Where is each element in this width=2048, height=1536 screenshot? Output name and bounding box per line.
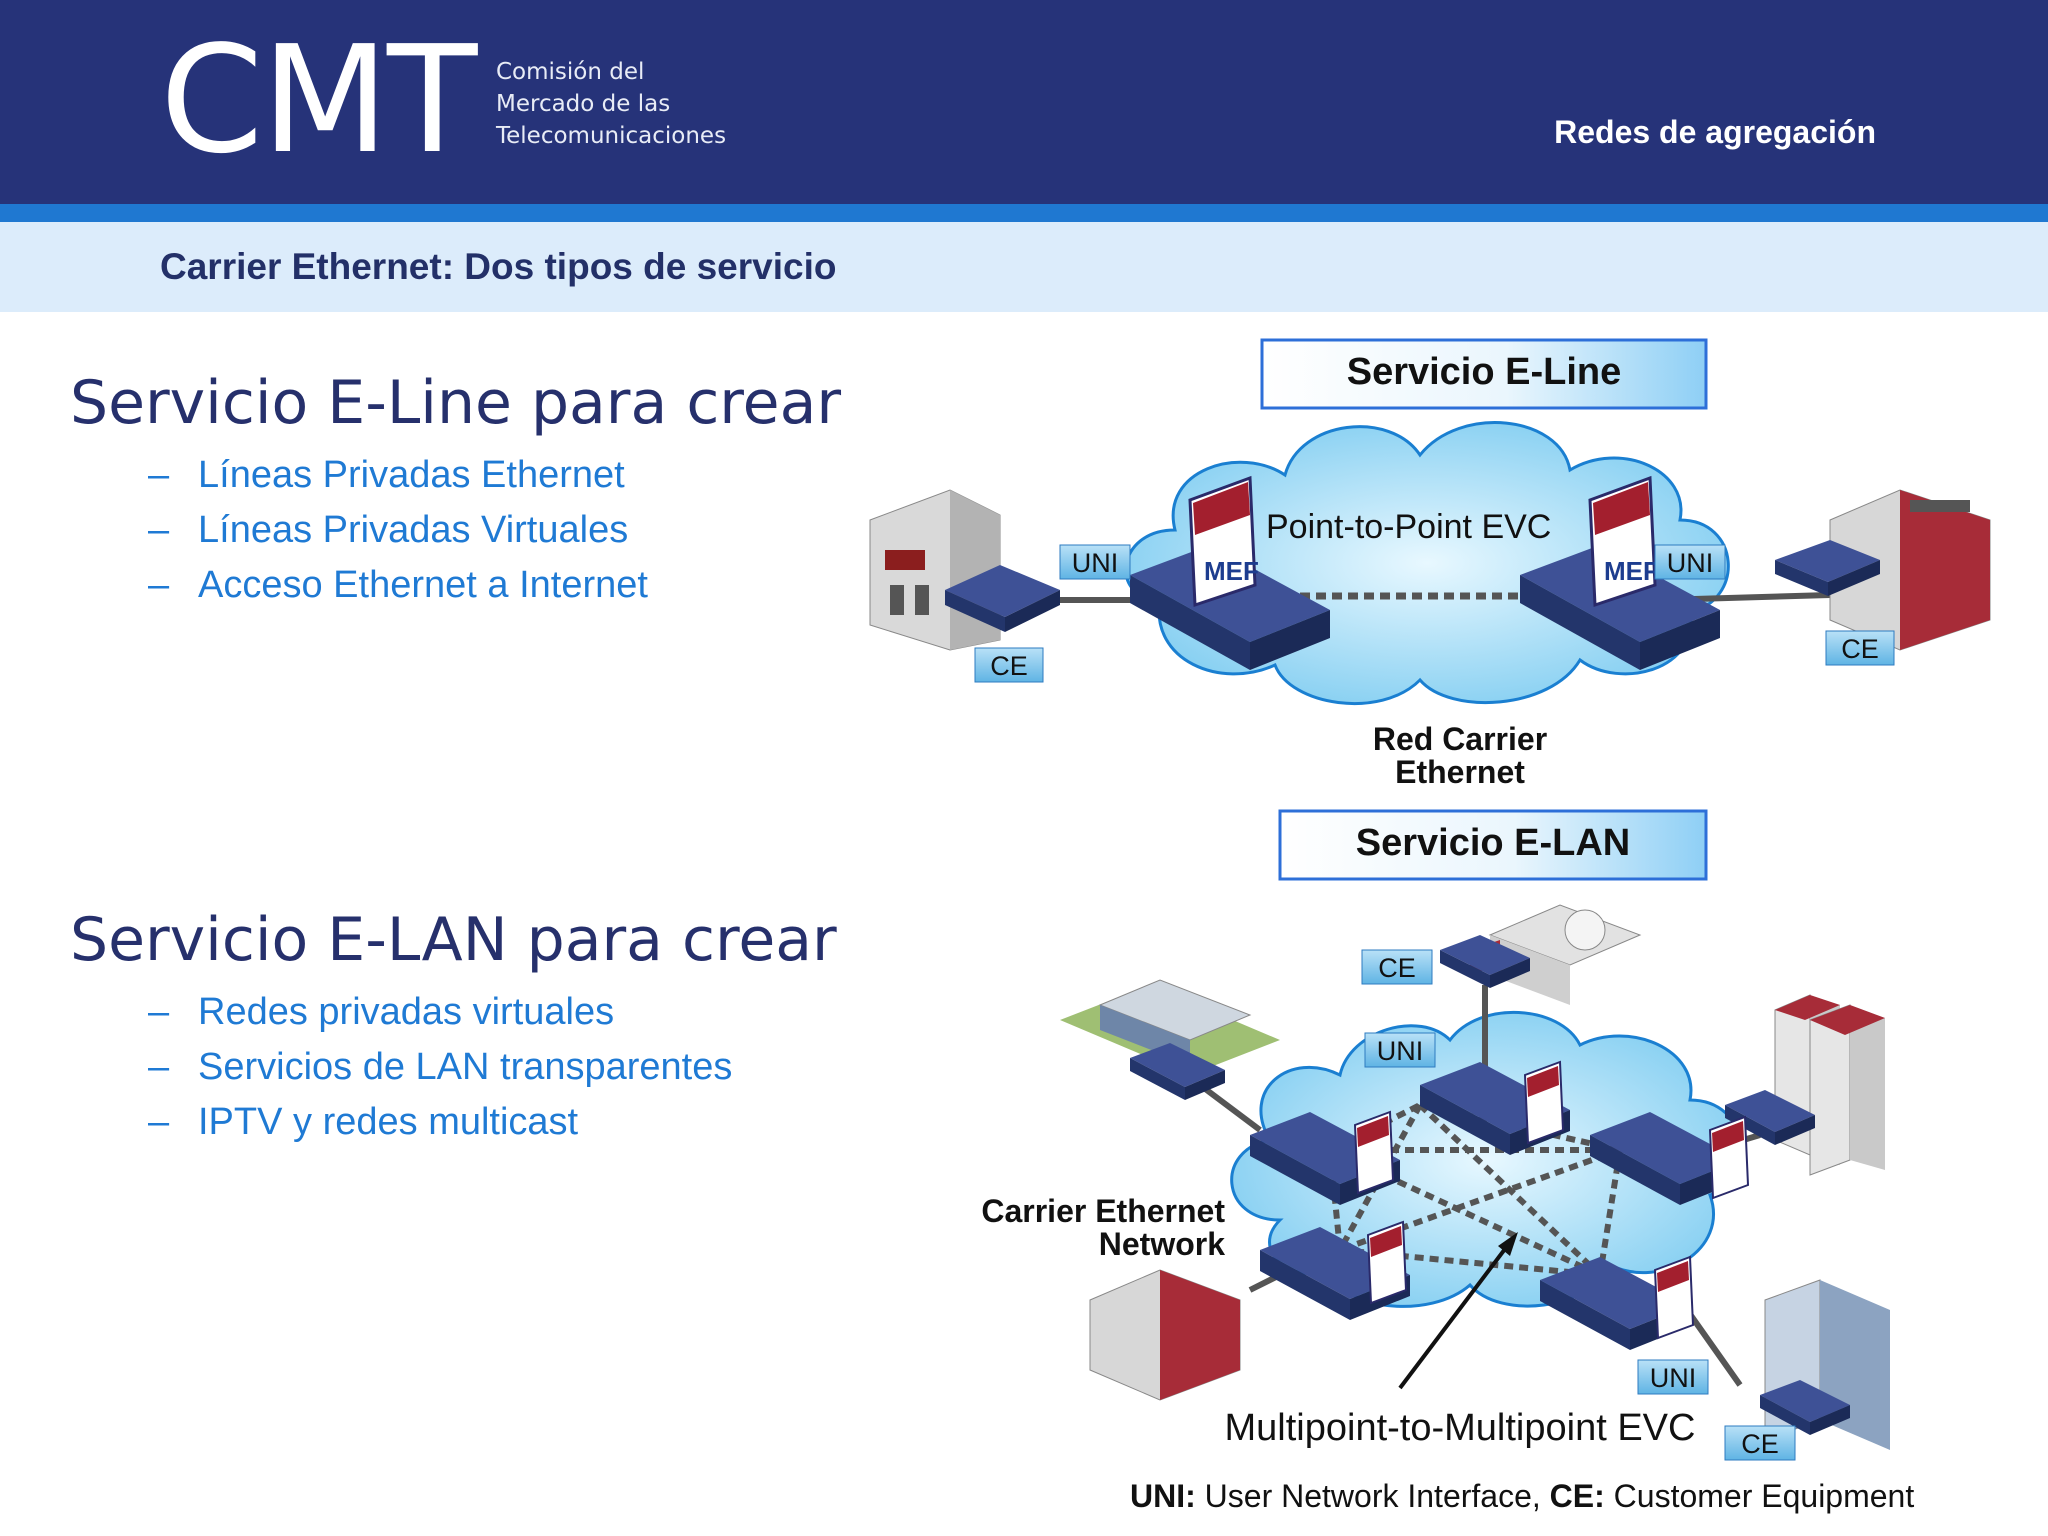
ce-tag	[1724, 1425, 1796, 1461]
svg-text:UNI: UNI	[1377, 1036, 1424, 1066]
eline-box-title: Servicio E-Line	[1347, 351, 1622, 393]
svg-text:CE: CE	[1841, 634, 1879, 664]
arrow-line	[1398, 1243, 1510, 1390]
elan-list: –Redes privadas virtuales –Servicios de …	[148, 985, 732, 1150]
evc-label: Multipoint-to-Multipoint EVC	[1225, 1407, 1696, 1449]
cmt-logo: CMT	[160, 14, 477, 186]
svg-text:CE: CE	[990, 651, 1028, 681]
uni-tag	[1654, 544, 1726, 580]
building-icon	[1089, 1269, 1241, 1401]
arrowhead-icon	[1498, 1232, 1518, 1256]
uni-tag	[1637, 1359, 1709, 1395]
logo-subtitle: Comisión del Mercado de las Telecomunica…	[496, 59, 727, 149]
list-item: –Acceso Ethernet a Internet	[148, 564, 648, 606]
evc-label: Point-to-Point EVC	[1266, 508, 1551, 546]
subtitle-bar	[0, 222, 2048, 312]
uni-tag	[1364, 1032, 1436, 1068]
mef-badge-icon: MEF	[1188, 475, 1259, 608]
mef-badge-icon	[1366, 1220, 1408, 1305]
network-label: Red Carrier	[1373, 721, 1547, 757]
elan-box-title: Servicio E-LAN	[1356, 822, 1631, 864]
elan-box	[1278, 809, 1708, 881]
list-item: –Servicios de LAN transparentes	[148, 1046, 733, 1088]
header-bar	[0, 0, 2048, 204]
section-label: Redes de agregación	[1554, 114, 1876, 150]
svg-text:CE: CE	[1378, 953, 1416, 983]
building-icon	[869, 489, 1001, 651]
network-label: Carrier Ethernet	[981, 1193, 1225, 1229]
network-label: Network	[1099, 1226, 1225, 1262]
header-stripe	[0, 204, 2048, 222]
list-item: –Líneas Privadas Ethernet	[148, 454, 625, 496]
elan-title: Servicio E-LAN para crear	[70, 905, 837, 975]
elan-cloud	[1230, 1011, 1744, 1308]
svg-text:CE: CE	[1741, 1429, 1779, 1459]
mef-badge-icon	[1708, 1115, 1750, 1200]
svg-text:MEF: MEF	[1204, 556, 1259, 586]
svg-text:UNI: UNI	[1650, 1363, 1697, 1393]
mef-badge-icon: MEF	[1588, 475, 1659, 608]
svg-text:MEF: MEF	[1604, 556, 1659, 586]
list-item: –Redes privadas virtuales	[148, 991, 615, 1033]
router-icon	[1725, 1090, 1815, 1145]
list-item: –IPTV y redes multicast	[148, 1101, 579, 1143]
uni-tag	[1059, 544, 1131, 580]
eline-list: –Líneas Privadas Ethernet –Líneas Privad…	[148, 448, 648, 613]
svg-text:UNI: UNI	[1072, 548, 1119, 578]
router-icon	[1130, 1043, 1225, 1100]
mef-badge-icon	[1353, 1110, 1395, 1195]
elan-diagram: Servicio E-LAN	[981, 809, 1890, 1461]
eline-box	[1260, 338, 1708, 410]
eline-title: Servicio E-Line para crear	[70, 368, 842, 438]
mef-badge-icon	[1653, 1255, 1695, 1340]
mef-badge-icon	[1523, 1060, 1565, 1145]
ce-tag	[1361, 949, 1433, 985]
ce-tag	[974, 647, 1044, 683]
building-icon	[1774, 994, 1885, 1176]
router-icon	[1760, 1380, 1850, 1435]
footnote: UNI: User Network Interface, CE: Custome…	[1130, 1478, 1915, 1514]
ce-tag	[1825, 630, 1895, 666]
router-icon	[945, 565, 1060, 632]
svg-text:UNI: UNI	[1667, 548, 1714, 578]
building-icon	[1829, 489, 1991, 651]
slide-subtitle: Carrier Ethernet: Dos tipos de servicio	[160, 246, 837, 287]
list-item: –Líneas Privadas Virtuales	[148, 509, 629, 551]
router-icon	[1440, 935, 1530, 988]
network-label: Ethernet	[1395, 754, 1525, 790]
router-icon	[1775, 540, 1880, 596]
eline-diagram: Servicio E-Line Point-to-Point EVC	[869, 338, 1991, 790]
